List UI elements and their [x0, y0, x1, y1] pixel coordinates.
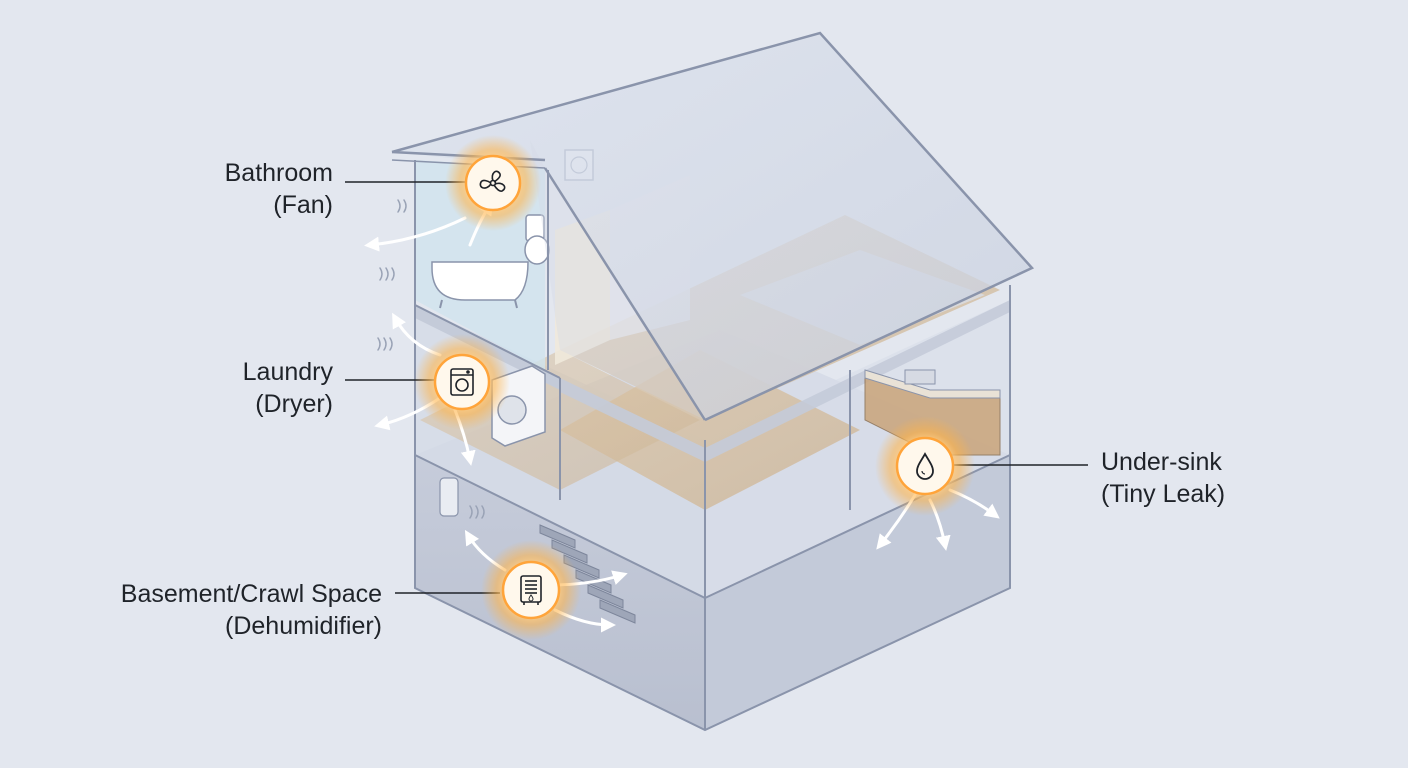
label-under-sink-subtitle: (Tiny Leak)	[1101, 480, 1226, 508]
label-basement-title: Basement/Crawl Space	[120, 580, 382, 608]
label-laundry: Laundry (Dryer)	[243, 356, 333, 420]
hotspot-basement	[481, 540, 581, 640]
hotspot-bathroom	[445, 135, 541, 231]
fan-icon	[479, 170, 506, 192]
label-under-sink-title: Under-sink	[1101, 448, 1222, 476]
label-basement: Basement/Crawl Space (Dehumidifier)	[121, 578, 382, 642]
water-heater	[439, 477, 459, 517]
label-bathroom-title: Bathroom	[224, 159, 333, 187]
water-drop-icon	[916, 452, 934, 480]
label-laundry-title: Laundry	[242, 358, 333, 386]
label-laundry-subtitle: (Dryer)	[255, 390, 333, 418]
washing-machine-icon	[450, 368, 474, 396]
toilet	[524, 214, 550, 265]
humidity-wisps	[377, 199, 485, 519]
dehumidifier-icon	[520, 575, 542, 605]
label-bathroom-subtitle: (Fan)	[273, 191, 333, 219]
roof	[391, 31, 1035, 422]
bathtub	[431, 261, 529, 309]
label-under-sink: Under-sink (Tiny Leak)	[1101, 446, 1225, 510]
hotspot-under-sink	[875, 416, 975, 516]
label-basement-subtitle: (Dehumidifier)	[225, 612, 382, 640]
label-bathroom: Bathroom (Fan)	[225, 157, 333, 221]
hotspot-laundry	[414, 334, 510, 430]
